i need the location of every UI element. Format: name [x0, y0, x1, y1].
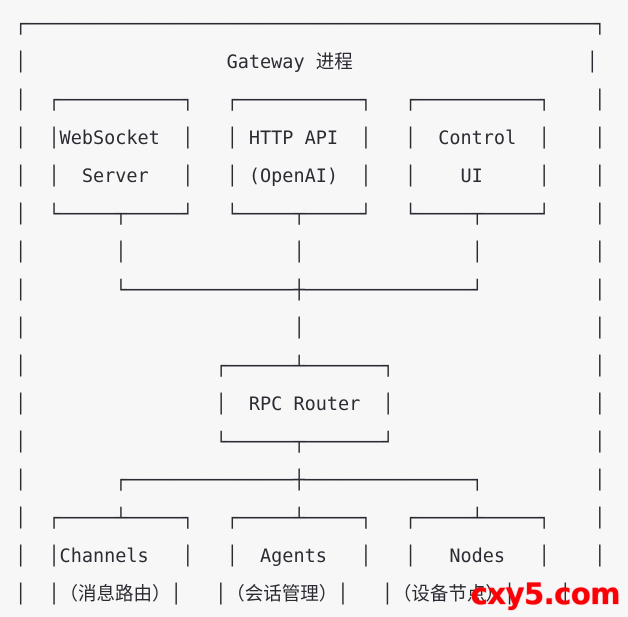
ascii-architecture-diagram: ┌───────────────────────────────────────… — [15, 14, 606, 605]
watermark-cxy5: cxy5.com — [470, 577, 621, 611]
